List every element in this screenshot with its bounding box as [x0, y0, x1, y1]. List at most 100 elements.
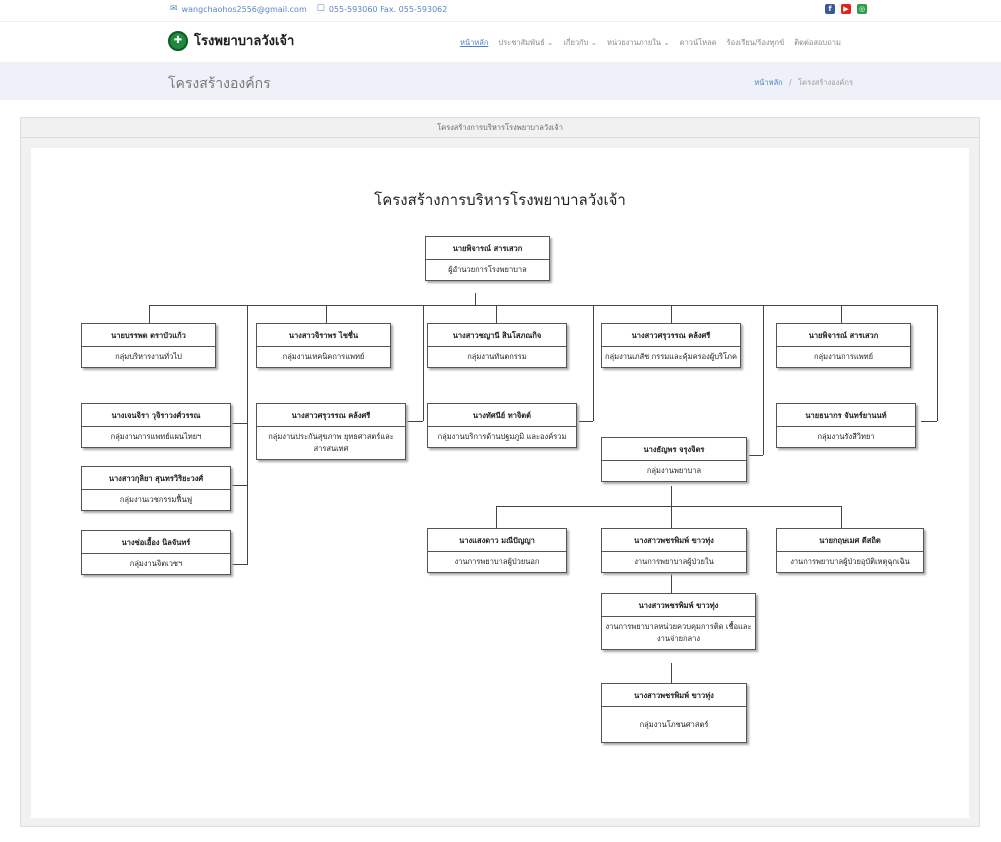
- org-chart-title: โครงสร้างการบริหารโรงพยาบาลวังเจ้า: [374, 191, 626, 209]
- org-box-name: นางแสงดาว มณีปัญญา: [428, 529, 566, 552]
- site-logo[interactable]: ✚ โรงพยาบาลวังเจ้า: [168, 30, 294, 51]
- org-box-role: งานการพยาบาลผู้ป่วยใน: [634, 557, 714, 566]
- org-box: นางสาวกุลิยา สุนทรวิริยะวงศ์ กลุ่มงานเวช…: [81, 466, 231, 511]
- org-box-name: นางสาวจิราพร ไชชื่น: [257, 324, 390, 347]
- org-box: นายกฤษเมศ ดีสถิต งานการพยาบาลผู้ป่วยอุบั…: [776, 528, 924, 573]
- social-links: f ▶ ◎: [825, 4, 867, 14]
- connector-line: [579, 421, 593, 422]
- org-box-role: กลุ่มงานการแพทย์แผนไทยฯ: [110, 432, 202, 441]
- hospital-logo-icon: ✚: [168, 30, 188, 51]
- breadcrumb-separator: /: [789, 78, 792, 87]
- content-panel: โครงสร้างการบริหารโรงพยาบาลวังเจ้า โครงส…: [20, 117, 980, 827]
- org-box-name: นางสาวชญานี สินโสภณกิจ: [428, 324, 566, 347]
- org-box: นายธนากร จันทร์ยานนท์ กลุ่มงานรังสีวิทยา: [776, 403, 916, 448]
- org-box-name: นางทัศนีย์ ทาจิตต์: [428, 404, 576, 427]
- org-box: นางสาวศรุวรรณ คล้งศรี กลุ่มงานเภสัช กรรม…: [601, 323, 741, 368]
- nav-departments[interactable]: หน่วยงานภายใน ⌄: [607, 38, 670, 47]
- org-box-role: กลุ่มงานเทคนิคการแพทย์: [282, 352, 365, 361]
- youtube-icon[interactable]: ▶: [841, 4, 851, 14]
- connector-line: [749, 455, 763, 456]
- connector-line: [841, 506, 842, 528]
- org-box-director: นายพิจารณ์ สารเสวก ผู้อำนวยการโรงพยาบาล: [425, 236, 550, 281]
- connector-line: [149, 305, 150, 323]
- org-box-role: กลุ่มงานพยาบาล: [646, 466, 702, 475]
- breadcrumb: หน้าหลัก / โครงสร้างองค์กร: [754, 77, 853, 89]
- nav-download[interactable]: ดาวน์โหลด: [679, 38, 717, 47]
- org-box: นายบรรพต ตราบัวแก้ว กลุ่มบริหารงานทั่วไป: [81, 323, 216, 368]
- connector-line: [763, 305, 764, 455]
- breadcrumb-home[interactable]: หน้าหลัก: [754, 78, 783, 87]
- org-box: นางสาวพชรพิมพ์ ขาวทุ่ง งานการพยาบาลผู้ป่…: [601, 528, 747, 573]
- org-box-name: นางสาวกุลิยา สุนทรวิริยะวงศ์: [82, 467, 230, 490]
- org-box-role: งานการพยาบาลผู้ป่วยนอก: [454, 557, 540, 566]
- org-box-role: กลุ่มงานเภสัช กรรมและคุ้มครองผู้บริโภค: [605, 352, 737, 361]
- org-box-role: กลุ่มงานทันตกรรม: [467, 352, 527, 361]
- phone-text: 055-593060 Fax. 055-593062: [328, 4, 448, 14]
- connector-line: [231, 564, 247, 565]
- site-header: ✚ โรงพยาบาลวังเจ้า หน้าหลัก ประชาสัมพันธ…: [0, 22, 1001, 62]
- org-box-role: กลุ่มบริหารงานทั่วไป: [115, 352, 182, 361]
- org-chart-image: โครงสร้างการบริหารโรงพยาบาลวังเจ้า: [31, 148, 969, 818]
- org-box-name: นายธนากร จันทร์ยานนท์: [777, 404, 915, 427]
- main-nav: หน้าหลัก ประชาสัมพันธ์ ⌄ เกี่ยวกับ ⌄ หน่…: [460, 37, 841, 49]
- org-box-role: กลุ่มงานจิตเวชฯ: [129, 559, 183, 568]
- nav-complaint[interactable]: ร้องเรียน/ร้องทุกข์: [726, 38, 785, 47]
- org-box-role: กลุ่มงานการแพทย์: [814, 352, 873, 361]
- org-box: นายพิจารณ์ สารเสวก กลุ่มงานการแพทย์: [776, 323, 911, 368]
- connector-line: [671, 663, 672, 683]
- connector-line: [247, 305, 248, 565]
- nav-news[interactable]: ประชาสัมพันธ์ ⌄: [498, 38, 554, 47]
- connector-line: [326, 305, 327, 323]
- org-box-name: นางสาวพชรพิมพ์ ขาวทุ่ง: [602, 594, 755, 617]
- org-box-role: กลุ่มงานเวชกรรมฟื้นฟู: [119, 495, 193, 504]
- connector-line: [496, 506, 497, 528]
- nav-contact[interactable]: ติดต่อสอบถาม: [794, 38, 841, 47]
- connector-line: [231, 485, 247, 486]
- top-contact-bar: ✉ wangchaohos2556@gmail.com ☐ 055-593060…: [0, 0, 1001, 22]
- org-box-name: นางสาวพชรพิมพ์ ขาวทุ่ง: [602, 684, 746, 707]
- connector-line: [496, 506, 841, 507]
- connector-line: [671, 305, 672, 323]
- org-box-name: นางธัญพร จรุงจิตร: [602, 438, 746, 461]
- connector-line: [475, 293, 476, 305]
- org-box: นางเจนจิรา วุจิราวงศ์วรรณ กลุ่มงานการแพท…: [81, 403, 231, 448]
- org-box-name: นายบรรพต ตราบัวแก้ว: [82, 324, 215, 347]
- org-box: นางสาวจิราพร ไชชื่น กลุ่มงานเทคนิคการแพท…: [256, 323, 391, 368]
- org-box-role: งานการพยาบาลผู้ป่วยอุบัติเหตุฉุกเฉิน: [790, 557, 910, 566]
- page-title: โครงสร้างองค์กร: [168, 76, 271, 92]
- org-box-name: นางช่อเอื้อง นิลจันทร์: [82, 531, 230, 554]
- org-box-name: นายพิจารณ์ สารเสวก: [426, 237, 549, 260]
- org-box: นางทัศนีย์ ทาจิตต์ กลุ่มงานบริการด้านปฐม…: [427, 403, 577, 448]
- panel-heading: โครงสร้างการบริหารโรงพยาบาลวังเจ้า: [21, 118, 979, 138]
- connector-line: [149, 305, 937, 306]
- org-box-role: ผู้อำนวยการโรงพยาบาล: [448, 265, 527, 274]
- connector-line: [231, 423, 247, 424]
- org-box: นางสาวพชรพิมพ์ ขาวทุ่ง งานการพยาบาลหน่วย…: [601, 593, 756, 650]
- org-box: นางสาวศรุวรรณ คล้งศรี กลุ่มงานประกันสุขภ…: [256, 403, 406, 460]
- connector-line: [496, 305, 497, 323]
- org-box-name: นายพิจารณ์ สารเสวก: [777, 324, 910, 347]
- email-icon: ✉: [170, 4, 178, 14]
- connector-line: [841, 305, 842, 323]
- connector-line: [671, 506, 672, 528]
- org-box-role: กลุ่มงานรังสีวิทยา: [817, 432, 875, 441]
- facebook-icon[interactable]: f: [825, 4, 835, 14]
- connector-line: [671, 573, 672, 593]
- nav-home[interactable]: หน้าหลัก: [460, 38, 489, 47]
- connector-line: [593, 305, 594, 421]
- org-box: นางแสงดาว มณีปัญญา งานการพยาบาลผู้ป่วยนอ…: [427, 528, 567, 573]
- nav-about[interactable]: เกี่ยวกับ ⌄: [563, 38, 598, 47]
- connector-line: [921, 421, 937, 422]
- email-link[interactable]: wangchaohos2556@gmail.com: [181, 4, 307, 14]
- connector-line: [423, 305, 424, 421]
- org-box-name: นางสาวพชรพิมพ์ ขาวทุ่ง: [602, 529, 746, 552]
- org-box-role: งานการพยาบาลหน่วยควบคุมการติด เชื้อและงา…: [605, 622, 752, 643]
- connector-line: [937, 305, 938, 421]
- org-box-role: กลุ่มงานบริการด้านปฐมภูมิ และองค์รวม: [437, 432, 567, 441]
- site-name: โรงพยาบาลวังเจ้า: [194, 34, 295, 49]
- page-title-bar: โครงสร้างองค์กร หน้าหลัก / โครงสร้างองค์…: [0, 62, 1001, 100]
- org-box-nursing: นางธัญพร จรุงจิตร กลุ่มงานพยาบาล: [601, 437, 747, 482]
- web-icon[interactable]: ◎: [857, 4, 867, 14]
- contact-info: ✉ wangchaohos2556@gmail.com ☐ 055-593060…: [170, 4, 447, 14]
- phone-icon: ☐: [316, 4, 325, 14]
